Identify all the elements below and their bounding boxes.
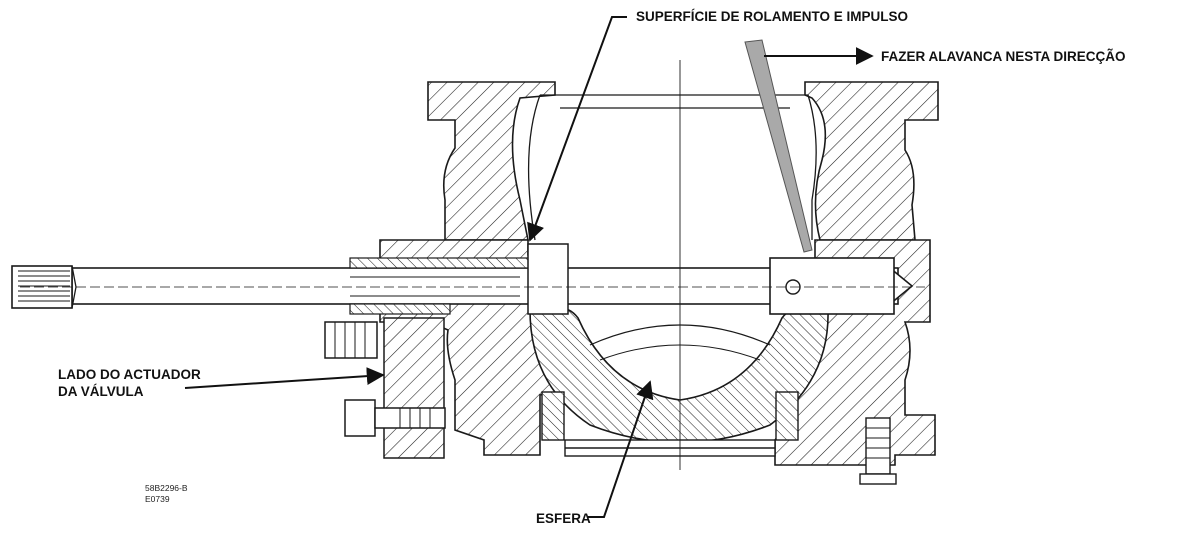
- top-flange-left: [427, 81, 556, 241]
- label-lever-direction: FAZER ALAVANCA NESTA DIRECÇÃO: [881, 49, 1126, 64]
- label-actuator-side-line2: DA VÁLVULA: [58, 384, 144, 399]
- label-bearing-surface: SUPERFÍCIE DE ROLAMENTO E IMPULSO: [636, 9, 908, 24]
- leader-ball: [588, 380, 654, 518]
- label-actuator-side-line1: LADO DO ACTUADOR: [58, 367, 201, 382]
- top-flange-right: [804, 81, 939, 241]
- leader-lines: [184, 16, 874, 518]
- drawing-code-line1: 58B2296-B: [145, 483, 188, 493]
- packing-box-lower: [349, 303, 451, 315]
- bolt-lower-head: [344, 399, 376, 437]
- actuator-flange: [324, 317, 446, 459]
- bolt-upper: [324, 321, 378, 359]
- thrust-collar: [527, 243, 569, 315]
- inner-cavity: [527, 94, 817, 241]
- label-ball: ESFERA: [536, 511, 591, 526]
- drawing-code-line2: E0739: [145, 494, 170, 504]
- shaft: [11, 243, 914, 315]
- leader-actuator-side: [184, 367, 385, 389]
- seal-ring: [541, 391, 799, 457]
- bottom-plug: [859, 417, 897, 485]
- packing-box: [349, 257, 531, 269]
- leader-bearing-surface: [527, 16, 627, 242]
- lever: [744, 39, 813, 253]
